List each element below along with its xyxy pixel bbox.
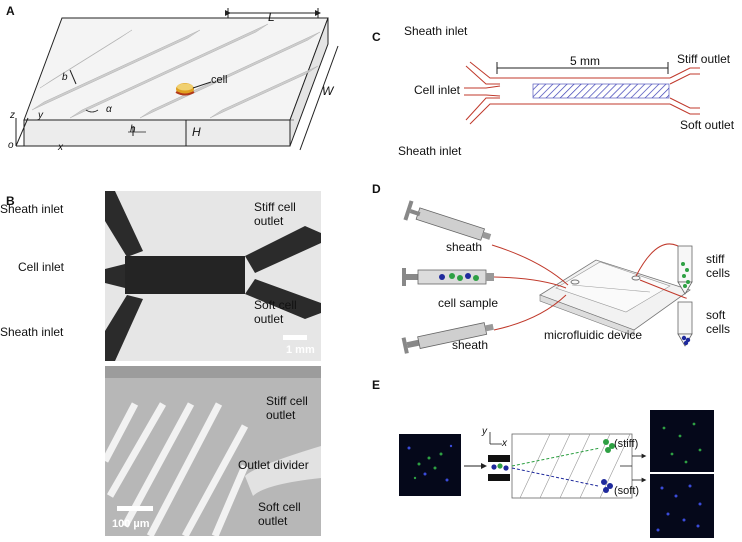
c-length-label: 5 mm — [570, 54, 600, 68]
b-top-scalebar-label: 1 mm — [286, 344, 315, 356]
d-device-label: microfluidic device — [544, 328, 643, 342]
axis-x-label: x — [58, 142, 63, 153]
dim-w-label: W — [322, 84, 334, 98]
panel-e-letter: E — [372, 378, 381, 392]
b-top-cell-inlet: Cell inlet — [18, 260, 65, 274]
b-top-stiff-outlet: Stiff cell outlet — [254, 200, 296, 228]
panel-a-letter: A — [6, 4, 15, 18]
panel-c-letter: C — [372, 30, 381, 44]
d-soft-cells: soft cells — [706, 308, 731, 336]
dim-h-label: H — [192, 125, 201, 139]
b-bottom-soft-outlet: Soft cell outlet — [258, 500, 301, 528]
c-stiff-outlet: Stiff outlet — [677, 52, 731, 66]
d-sheath-bottom: sheath — [452, 338, 489, 352]
b-top-sheath-inlet-bottom: Sheath inlet — [0, 325, 64, 339]
d-sheath-top: sheath — [446, 240, 483, 254]
axis-origin-label: o — [8, 140, 14, 151]
d-stiff-cells: stiff cells — [706, 252, 731, 280]
e-stiff-label: (stiff) — [614, 438, 639, 450]
dim-alpha-label: α — [106, 104, 112, 115]
e-axis-x-label: x — [502, 438, 507, 449]
e-soft-output-image — [650, 474, 714, 538]
e-axis-y-label: y — [482, 426, 487, 437]
e-soft-label: (soft) — [614, 485, 640, 497]
panel-b-letter: B — [6, 194, 15, 208]
micrograph-top — [105, 191, 321, 361]
micrograph-bottom — [105, 366, 321, 536]
cell-label: cell — [211, 74, 228, 86]
panel-d-letter: D — [372, 182, 381, 196]
dim-b-label: b — [62, 72, 68, 83]
e-stiff-output-image — [650, 410, 714, 472]
b-bottom-stiff-outlet: Stiff cell outlet — [266, 394, 308, 422]
b-top-sheath-inlet-top: Sheath inlet — [0, 202, 64, 216]
c-sheath-inlet-bottom: Sheath inlet — [398, 144, 462, 158]
c-cell-inlet: Cell inlet — [414, 83, 461, 97]
c-soft-outlet: Soft outlet — [680, 118, 735, 132]
axis-z-label: z — [10, 110, 15, 121]
d-cell-sample: cell sample — [438, 296, 499, 310]
b-top-soft-outlet: Soft cell outlet — [254, 298, 297, 326]
dim-small-h-label: h — [130, 124, 136, 135]
c-sheath-inlet-top: Sheath inlet — [404, 24, 468, 38]
b-bottom-outlet-divider: Outlet divider — [238, 458, 309, 472]
axis-y-label: y — [38, 110, 43, 121]
b-bottom-scalebar-label: 100 µm — [112, 518, 150, 530]
dim-l-label: L — [268, 10, 275, 24]
e-input-fluorescence-image — [399, 434, 461, 496]
